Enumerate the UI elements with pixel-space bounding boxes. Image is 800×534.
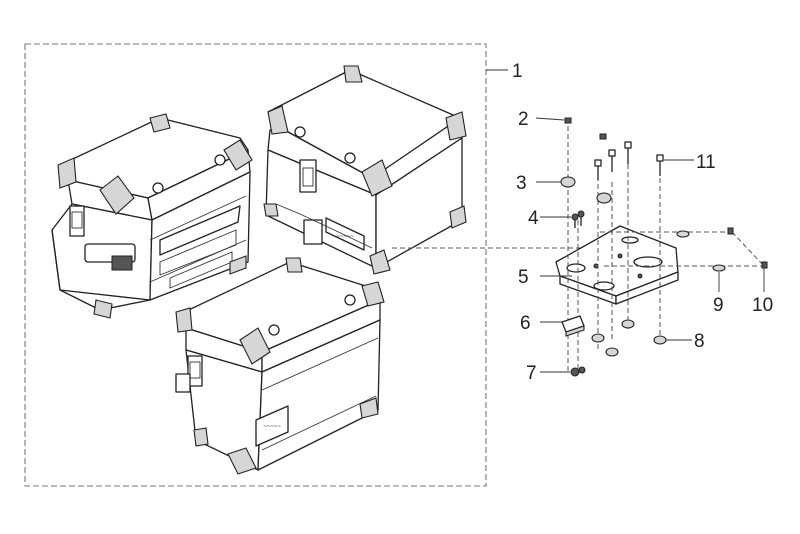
case-set-group-box: [24, 43, 487, 487]
callout-7: 7: [526, 363, 537, 384]
top-case-logo-text: ~~~~~: [336, 234, 354, 240]
leader-lines: [535, 117, 765, 373]
callout-1: 1: [512, 61, 523, 82]
callout-5: 5: [518, 267, 529, 288]
right-side-case: ~~~~~: [175, 257, 385, 475]
callout-10: 10: [752, 295, 773, 316]
callout-3: 3: [516, 173, 527, 194]
side-case-logo-plate: [255, 405, 289, 447]
mounting-plate: [555, 225, 679, 305]
callout-8: 8: [694, 331, 705, 352]
callout-4: 4: [528, 208, 539, 229]
left-side-case: [51, 113, 253, 319]
side-case-logo-text: ~~~~~: [263, 424, 281, 430]
callout-9: 9: [713, 295, 724, 316]
callout-6: 6: [520, 313, 531, 334]
top-case: ~~~~~: [263, 65, 467, 275]
hardware-parts: [560, 117, 768, 377]
callout-11: 11: [696, 152, 716, 173]
top-case-logo-plate: [325, 217, 365, 251]
callout-2: 2: [518, 109, 529, 130]
